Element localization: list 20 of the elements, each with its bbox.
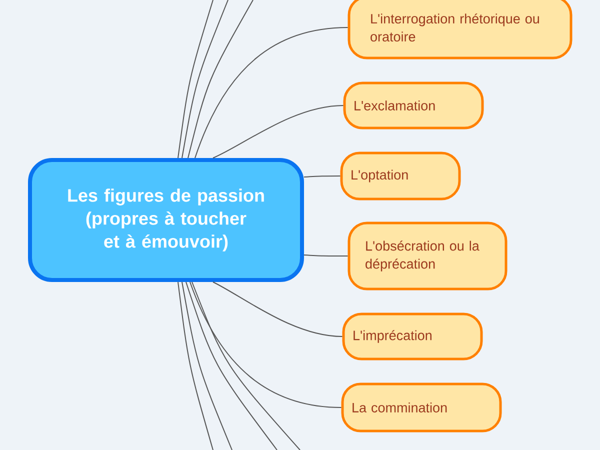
connector-line: [304, 176, 341, 178]
central-topic-box: Les figures de passion (propres à toucher et à émouvoir): [28, 158, 304, 282]
connector-line: [188, 0, 254, 158]
connector-line: [182, 282, 232, 450]
topic-box: La commination: [341, 382, 502, 432]
topic-box: L'imprécation: [342, 312, 483, 360]
connector-line: [304, 254, 348, 256]
connector-line: [186, 282, 278, 450]
connector-line: [212, 282, 343, 337]
topic-box: L'exclamation: [343, 82, 484, 130]
connector-line: [192, 282, 300, 450]
topic-box: L'obsécration ou la déprécation: [348, 222, 508, 290]
topic-box: L'optation: [340, 152, 461, 200]
connector-line: [178, 282, 214, 450]
connector-line: [194, 27, 348, 158]
connector-line: [178, 0, 214, 158]
connector-line: [190, 282, 342, 408]
connector-line: [182, 0, 228, 158]
topic-box: L'interrogation rhétorique ou oratoire: [348, 0, 572, 60]
connector-line: [212, 105, 344, 158]
